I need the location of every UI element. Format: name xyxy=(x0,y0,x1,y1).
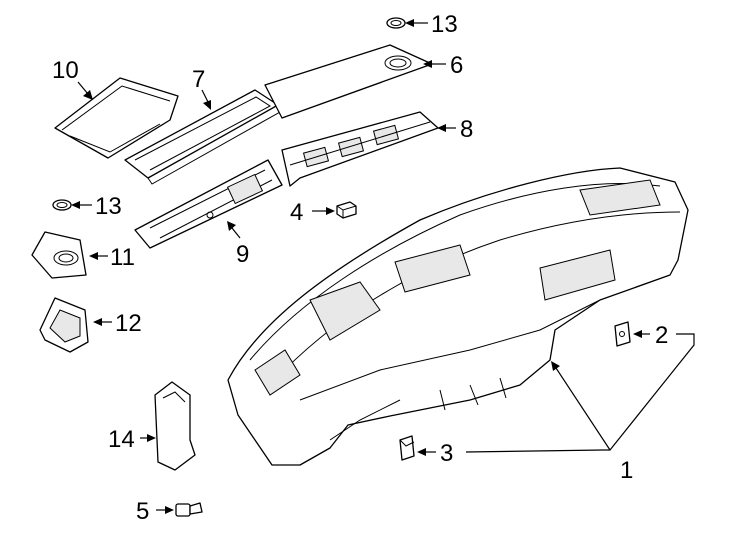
callout-1: 1 xyxy=(620,457,633,484)
part-14-side-panel xyxy=(154,381,196,471)
callout-3: 3 xyxy=(440,440,453,467)
callout-labels: 1 2 3 4 5 6 7 8 9 10 11 12 13 13 14 xyxy=(52,11,668,525)
callout-5: 5 xyxy=(136,498,149,525)
leaders xyxy=(71,19,695,514)
part-13-washer-top xyxy=(386,17,406,29)
callout-12: 12 xyxy=(115,310,142,337)
callout-9: 9 xyxy=(236,241,249,268)
part-2-clip xyxy=(614,321,631,347)
callout-8: 8 xyxy=(460,116,473,143)
part-11-end-cap xyxy=(31,231,87,279)
part-3-bracket xyxy=(399,435,415,461)
callout-14: 14 xyxy=(108,426,135,453)
callout-13-top: 13 xyxy=(431,11,458,38)
callout-7: 7 xyxy=(192,66,205,93)
part-1-instrument-panel xyxy=(227,167,689,466)
callout-13-left: 13 xyxy=(95,193,122,220)
part-10-trim-panel xyxy=(54,77,179,159)
part-13-washer-left xyxy=(52,199,72,211)
callout-2: 2 xyxy=(655,322,668,349)
part-4-clip xyxy=(336,201,357,219)
part-12-bezel xyxy=(39,297,89,353)
part-8-vent-panel xyxy=(281,111,439,187)
part-6-top-cover xyxy=(264,44,433,119)
callout-4: 4 xyxy=(290,199,303,226)
callout-6: 6 xyxy=(450,52,463,79)
callout-11: 11 xyxy=(110,244,135,271)
part-5-screw xyxy=(175,502,203,517)
part-9-lower-panel xyxy=(134,159,283,249)
callout-10: 10 xyxy=(52,57,79,84)
